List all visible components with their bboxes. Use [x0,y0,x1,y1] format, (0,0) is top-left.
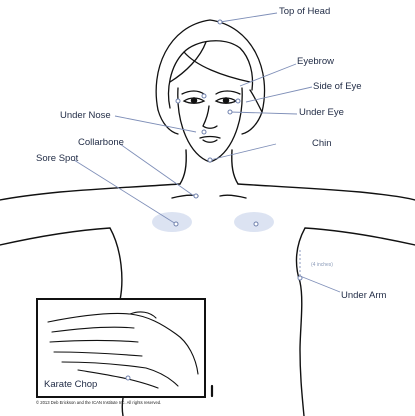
label-top-of-head: Top of Head [279,6,330,17]
label-under-eye: Under Eye [299,107,344,118]
point-under-arm [298,276,302,280]
label-under-nose: Under Nose [60,110,111,121]
point-eyebrow-left [176,99,180,103]
label-karate-chop: Karate Chop [44,379,97,390]
point-sore-spot-right [254,222,258,226]
point-side-of-eye [236,99,240,103]
label-collarbone: Collarbone [78,137,124,148]
label-under-arm: Under Arm [341,290,386,301]
label-sore-spot: Sore Spot [36,153,78,164]
sore-spot-right-patch [234,212,274,232]
point-under-eye [228,110,232,114]
point-top-of-head [218,20,222,24]
label-side-of-eye: Side of Eye [313,81,362,92]
point-eyebrow [202,94,206,98]
point-collarbone [194,194,198,198]
under-arm-measure: (4 inches) [311,262,333,268]
point-sore-spot [174,222,178,226]
label-eyebrow: Eyebrow [297,56,334,67]
copyright-notice: © 2013 Deb Erickson and the ICAN Institu… [36,400,161,405]
point-under-nose [202,130,206,134]
face-drawing [156,20,264,162]
point-chin [208,158,212,162]
label-chin: Chin [312,138,332,149]
